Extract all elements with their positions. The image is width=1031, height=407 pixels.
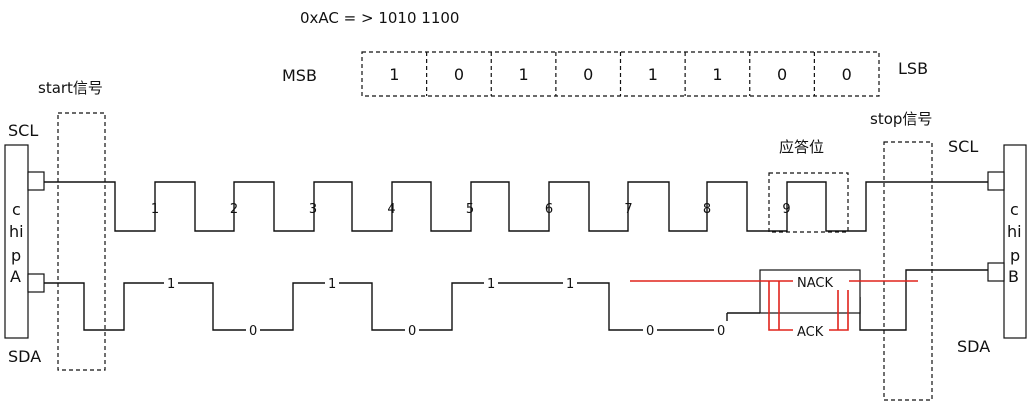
sda-level-label: 1 xyxy=(167,277,175,292)
ack-bit-label: 应答位 xyxy=(779,138,824,156)
clock-pulse-numbers: 1 2 3 4 5 6 7 8 9 xyxy=(151,202,791,217)
clock-pulse-number: 7 xyxy=(624,202,632,217)
clock-pulse-number: 5 xyxy=(466,202,474,217)
ack-bit-window xyxy=(768,172,849,233)
bit-value: 0 xyxy=(842,65,852,84)
bit-dividers xyxy=(426,52,815,96)
bit-value: 1 xyxy=(389,65,399,84)
start-signal-window xyxy=(57,112,106,371)
clock-pulse-number: 3 xyxy=(309,202,317,217)
chip-b-letter: hi xyxy=(1007,222,1022,241)
lsb-label: LSB xyxy=(898,59,928,78)
sda-right-label: SDA xyxy=(957,337,990,356)
chip-b-scl-pin xyxy=(987,171,1005,191)
bit-value: 0 xyxy=(454,65,464,84)
chip-a-body xyxy=(4,144,29,339)
hex-conversion-label: 0xAC = > 1010 1100 xyxy=(300,9,459,27)
sda-level-label: 0 xyxy=(408,324,416,339)
bit-value: 0 xyxy=(777,65,787,84)
bit-value: 1 xyxy=(648,65,658,84)
chip-a-letter: c xyxy=(12,200,21,219)
chip-a-letter: hi xyxy=(9,222,24,241)
msb-label: MSB xyxy=(282,66,317,85)
stop-signal-window xyxy=(883,141,933,401)
sda-level-label: 0 xyxy=(646,324,654,339)
sda-level-label: 0 xyxy=(717,324,725,339)
chip-a-scl-pin xyxy=(27,171,45,191)
nack-label: NACK xyxy=(797,276,833,291)
chip-b-letter: p xyxy=(1010,246,1020,265)
clock-pulse-number: 4 xyxy=(387,202,395,217)
sda-level-label: 1 xyxy=(487,277,495,292)
bit-values: 1 0 1 0 1 1 0 0 xyxy=(389,65,852,84)
bit-value: 1 xyxy=(518,65,528,84)
sda-left-label: SDA xyxy=(8,347,41,366)
chip-b-letter: c xyxy=(1010,200,1019,219)
chip-b-letter: B xyxy=(1008,267,1019,286)
sda-waveform-tail xyxy=(859,269,988,331)
clock-pulse-number: 9 xyxy=(782,202,790,217)
sda-level-label: 1 xyxy=(566,277,574,292)
bit-value: 1 xyxy=(712,65,722,84)
bit-value: 0 xyxy=(583,65,593,84)
chip-a-letter: p xyxy=(11,246,21,265)
ack-label: ACK xyxy=(797,325,824,340)
chip-a-sda-pin xyxy=(27,273,45,293)
sda-level-labels: 1 0 1 0 1 1 0 0 xyxy=(164,274,728,339)
clock-pulse-number: 8 xyxy=(703,202,711,217)
chip-b-sda-pin xyxy=(987,262,1005,282)
chip-a-letter: A xyxy=(10,267,21,286)
clock-pulse-number: 6 xyxy=(545,202,553,217)
sda-level-label: 1 xyxy=(328,277,336,292)
scl-right-label: SCL xyxy=(948,137,978,156)
scl-left-label: SCL xyxy=(8,121,38,140)
start-signal-label: start信号 xyxy=(38,79,103,97)
scl-waveform xyxy=(44,181,988,232)
sda-level-label: 0 xyxy=(249,324,257,339)
stop-signal-label: stop信号 xyxy=(870,110,932,128)
clock-pulse-number: 1 xyxy=(151,202,159,217)
chip-b-body xyxy=(1003,144,1027,339)
sda-waveform xyxy=(44,282,728,331)
clock-pulse-number: 2 xyxy=(230,202,238,217)
